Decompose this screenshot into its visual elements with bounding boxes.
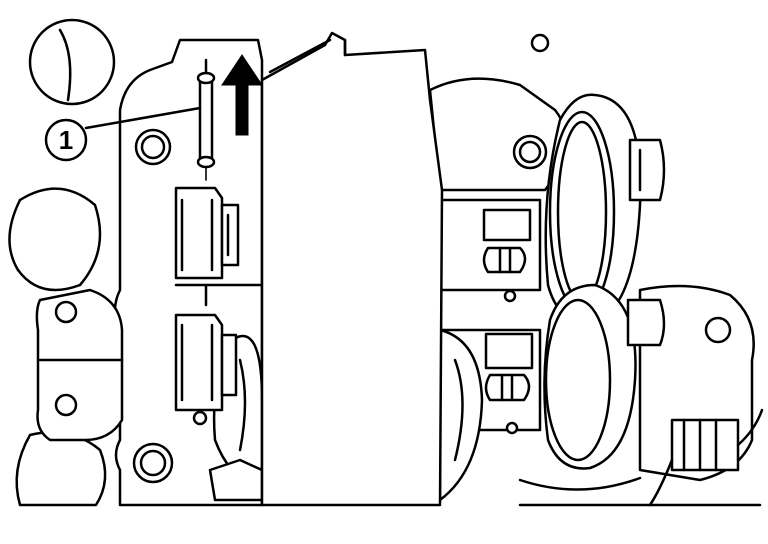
harness-connector (648, 408, 764, 507)
connector-lower-left (174, 313, 238, 426)
casting-left-bosses (8, 18, 116, 507)
connector-middle-upper (438, 198, 542, 303)
retaining-pin (196, 58, 216, 181)
separator-plate (260, 31, 444, 507)
lower-chamber-right (438, 328, 484, 502)
solenoid-lower (543, 283, 666, 470)
connector-upper-left (174, 186, 264, 307)
direction-arrow-up (221, 54, 263, 136)
callout-1: 1 (44, 106, 202, 162)
callout-label: 1 (59, 125, 73, 155)
